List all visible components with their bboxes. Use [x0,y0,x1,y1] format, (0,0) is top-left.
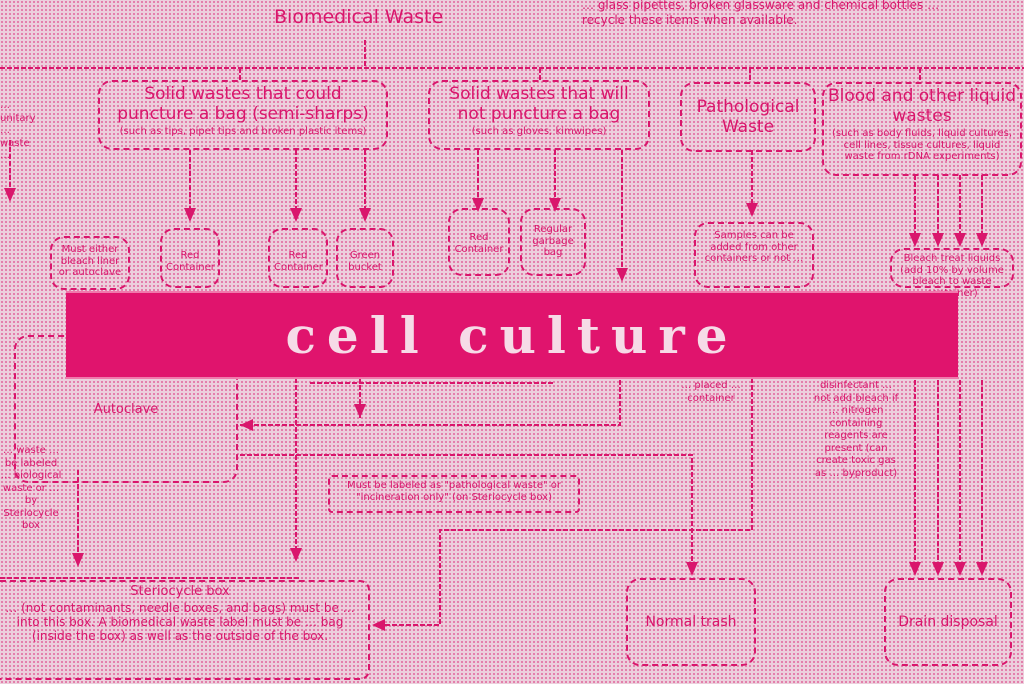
category-subtitle: (such as gloves, kimwipes) [471,126,607,138]
category-title: Pathological Waste [696,97,800,137]
red-container-1: Red Container [160,228,220,288]
pathological-label-note: Must be labeled as "pathological waste" … [328,475,580,513]
category-semi-sharps: Solid wastes that could puncture a bag (… [98,80,388,150]
normal-trash: Normal trash [626,578,756,666]
category-pathological: Pathological Waste [680,82,816,152]
left-edge-note: … unitary … waste … [0,100,36,161]
red-container-2: Red Container [268,228,328,288]
category-subtitle: (such as tips, pipet tips and broken pla… [119,126,367,138]
category-liquid: Blood and other liquid wastes (such as b… [822,82,1022,176]
diagram-title: Biomedical Waste [274,6,444,28]
banner-text: cell culture [285,305,739,365]
category-non-puncture: Solid wastes that will not puncture a ba… [428,80,650,150]
left-bleach-note: Must either bleach liner or autoclave [50,236,130,290]
disinfectant-note: disinfectant … not add bleach if … nitro… [813,380,899,479]
category-subtitle: (such as body fluids, liquid cultures, c… [831,128,1013,163]
category-title: Blood and other liquid wastes [828,86,1016,126]
steriocycle-title: Steriocycle box [130,584,230,599]
red-container-3: Red Container [448,208,510,276]
bleach-treat-box: Bleach treat liquids (add 10% by volume … [890,248,1014,299]
drain-disposal: Drain disposal [884,578,1012,666]
cell-culture-banner: cell culture [66,291,958,379]
green-bucket: Green bucket [336,228,394,288]
steriocycle-text: … (not contaminants, needle boxes, and b… [5,600,355,643]
top-note: … glass pipettes, broken glassware and c… [582,0,940,27]
category-title: Solid wastes that could puncture a bag (… [117,84,369,124]
left-label-note: … waste … be labeled … biological waste … [0,445,62,531]
category-title: Solid wastes that will not puncture a ba… [449,84,629,124]
pathological-note: Samples can be added from other containe… [694,222,814,288]
placed-note: … placed … container [681,380,741,404]
regular-garbage-bag: Regular garbage bag [520,208,586,276]
steriocycle-box: Steriocycle box … (not contaminants, nee… [0,580,370,680]
